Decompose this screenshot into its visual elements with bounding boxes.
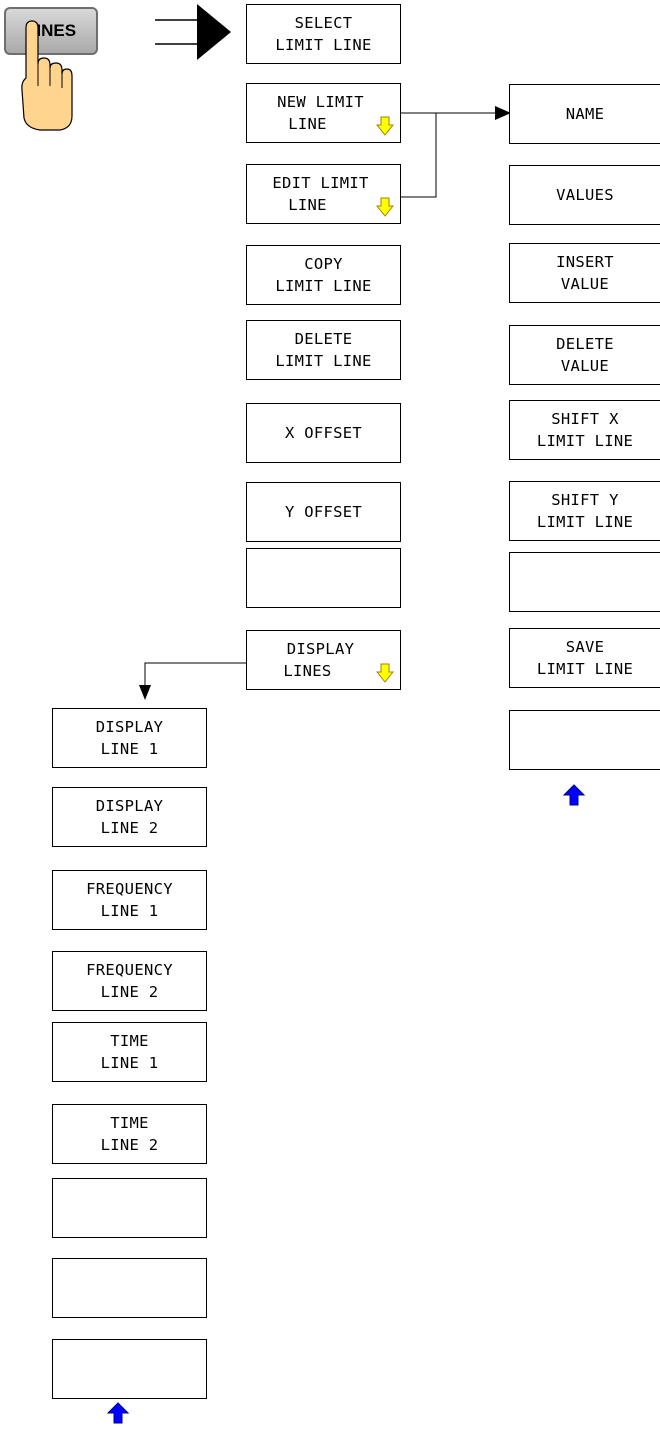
softkey-label-line2: LIMIT LINE [275, 277, 372, 295]
softkey-label-line1: DELETE [556, 335, 614, 353]
submenu-down-arrow-icon [376, 197, 394, 217]
softkey-label-line1: NAME [565, 105, 605, 123]
softkey-select-limit-line[interactable]: SELECT LIMIT LINE [246, 4, 401, 64]
softkey-new-limit-line[interactable]: NEW LIMIT LINE [246, 83, 401, 143]
softkey-label-line1: Y OFFSET [284, 503, 363, 521]
softkey-label-line2: LINE 2 [100, 819, 159, 837]
softkey-label-line2: LINE 1 [100, 902, 159, 920]
softkey-label-line2: LINE 2 [100, 1136, 159, 1154]
softkey-label-line1: EDIT LIMIT [272, 174, 369, 192]
softkey-label-line2: LINES [283, 662, 332, 680]
softkey-label-line1: FREQUENCY [86, 961, 173, 979]
softkey-blank[interactable] [52, 1178, 207, 1238]
softkey-label-line1: DELETE [294, 330, 353, 348]
softkey-blank[interactable] [52, 1258, 207, 1318]
softkey-copy-limit-line[interactable]: COPY LIMIT LINE [246, 245, 401, 305]
softkey-label-line2: LINE [288, 196, 327, 214]
pointing-hand-icon [21, 20, 73, 131]
softkey-label-line2: VALUE [560, 357, 610, 375]
softkey-label-line2: LIMIT LINE [536, 432, 634, 450]
menu-up-arrow-icon[interactable] [107, 1402, 129, 1424]
softkey-display-line-2[interactable]: DISPLAY LINE 2 [52, 787, 207, 847]
submenu-down-arrow-icon [376, 663, 394, 683]
softkey-name[interactable]: NAME [509, 84, 660, 144]
submenu-down-arrow-icon [376, 116, 394, 136]
softkey-label-line1: SAVE [565, 638, 605, 656]
softkey-label-line1: DISPLAY [286, 640, 355, 658]
softkey-y-offset[interactable]: Y OFFSET [246, 482, 401, 542]
softkey-frequency-line-1[interactable]: FREQUENCY LINE 1 [52, 870, 207, 930]
softkey-delete-value[interactable]: DELETE VALUE [509, 325, 660, 385]
softkey-label-line1: TIME [110, 1114, 149, 1132]
softkey-label-line2: LIMIT LINE [275, 352, 372, 370]
softkey-label-line1: SELECT [294, 14, 353, 32]
softkey-label-line1: DISPLAY [95, 797, 164, 815]
softkey-label-line1: VALUES [556, 186, 614, 204]
softkey-shift-y-limit-line[interactable]: SHIFT Y LIMIT LINE [509, 481, 660, 541]
softkey-edit-limit-line[interactable]: EDIT LIMIT LINE [246, 164, 401, 224]
softkey-label-line1: X OFFSET [284, 424, 363, 442]
softkey-delete-limit-line[interactable]: DELETE LIMIT LINE [246, 320, 401, 380]
softkey-label-line1: TIME [110, 1032, 149, 1050]
softkey-time-line-2[interactable]: TIME LINE 2 [52, 1104, 207, 1164]
softkey-label-line1: NEW LIMIT [277, 93, 364, 111]
menu-up-arrow-icon[interactable] [563, 784, 585, 806]
softkey-frequency-line-2[interactable]: FREQUENCY LINE 2 [52, 951, 207, 1011]
softkey-time-line-1[interactable]: TIME LINE 1 [52, 1022, 207, 1082]
softkey-label-line2: LINE 1 [100, 740, 159, 758]
softkey-label-line1: COPY [304, 255, 343, 273]
softkey-save-limit-line[interactable]: SAVE LIMIT LINE [509, 628, 660, 688]
softkey-blank[interactable] [246, 548, 401, 608]
softkey-label-line2: VALUE [560, 275, 610, 293]
menu-arrow-icon [197, 4, 231, 60]
softkey-display-line-1[interactable]: DISPLAY LINE 1 [52, 708, 207, 768]
softkey-values[interactable]: VALUES [509, 165, 660, 225]
softkey-label-line2: LINE 1 [100, 1054, 159, 1072]
softkey-label-line2: LIMIT LINE [275, 36, 372, 54]
softkey-label-line2: LIMIT LINE [536, 513, 634, 531]
softkey-blank[interactable] [52, 1339, 207, 1399]
softkey-label-line1: DISPLAY [95, 718, 164, 736]
softkey-label-line2: LINE 2 [100, 983, 159, 1001]
softkey-label-line1: SHIFT X [551, 410, 619, 428]
softkey-display-lines[interactable]: DISPLAY LINES [246, 630, 401, 690]
softkey-blank[interactable] [509, 710, 660, 770]
softkey-label-line2: LINE [288, 115, 327, 133]
softkey-label-line2: LIMIT LINE [536, 660, 634, 678]
softkey-insert-value[interactable]: INSERT VALUE [509, 243, 660, 303]
softkey-blank[interactable] [509, 552, 660, 612]
softkey-label-line1: FREQUENCY [86, 880, 173, 898]
softkey-label-line1: INSERT [556, 253, 614, 271]
softkey-label-line1: SHIFT Y [551, 491, 619, 509]
softkey-x-offset[interactable]: X OFFSET [246, 403, 401, 463]
softkey-shift-x-limit-line[interactable]: SHIFT X LIMIT LINE [509, 400, 660, 460]
